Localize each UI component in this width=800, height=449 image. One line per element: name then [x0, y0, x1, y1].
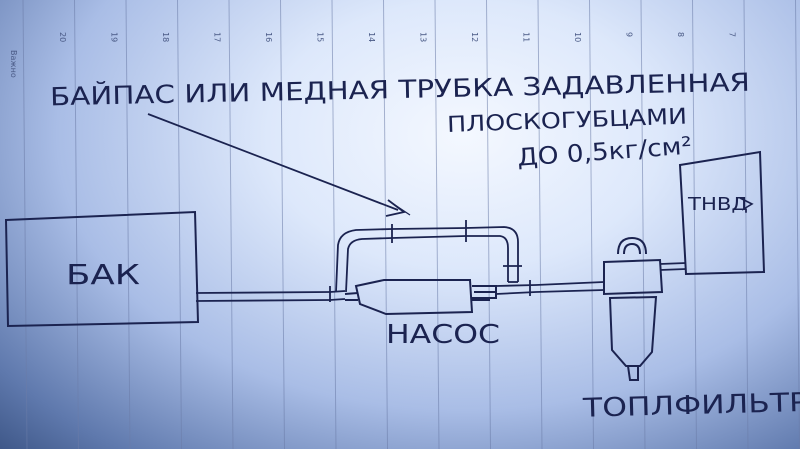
- ruler-number: 16: [264, 32, 273, 42]
- ruled-line: [22, 0, 28, 449]
- ruled-lines: [22, 0, 800, 449]
- ruler-number: 17: [213, 32, 222, 42]
- ruler-number: 20: [58, 32, 67, 42]
- ruler-numbers: 20 19 18 17 16 15 14 13 12 11 10 9 8 7: [58, 32, 737, 42]
- pointer-arrow: [147, 113, 411, 217]
- ruled-line: [692, 0, 697, 449]
- injection-pump-box: [678, 150, 766, 276]
- ruled-line: [331, 0, 337, 449]
- ruled-line: [434, 0, 440, 449]
- tank-box: [4, 210, 200, 328]
- injection-pump-label: ТНВД: [687, 194, 748, 215]
- ruler-number: 9: [625, 32, 634, 37]
- fuel-filter: [603, 236, 664, 381]
- ruler-number: 13: [419, 32, 428, 42]
- ruler-number: 10: [573, 32, 582, 42]
- ruler-number: 12: [470, 32, 479, 42]
- fuel-pipe-pump-filter: [495, 280, 605, 296]
- ruled-line: [537, 0, 543, 449]
- annotation-line-1: БАЙПАС ИЛИ МЕДНАЯ ТРУБКА ЗАДАВЛЕННАЯ: [50, 68, 750, 112]
- ruled-line: [589, 0, 594, 449]
- fuel-pipe-tank-pump: [195, 286, 346, 302]
- ruler-number: 8: [676, 32, 685, 37]
- ruled-line: [125, 0, 131, 449]
- ruler-number: 14: [367, 32, 376, 42]
- ruler-number: 7: [728, 32, 737, 37]
- ruled-line: [177, 0, 182, 449]
- pump-label: НАСОС: [386, 320, 500, 350]
- pump-body: [344, 279, 497, 316]
- fuel-pipe-filter-tnvd: [659, 262, 687, 271]
- ruled-line: [640, 0, 646, 449]
- ruled-line: [486, 0, 491, 449]
- ruler-number: 15: [316, 32, 325, 42]
- ruler-number: 11: [522, 32, 531, 42]
- bypass-loop: [335, 220, 522, 293]
- annotation-line-3: ДО 0,5кг/см²: [516, 132, 693, 172]
- ruled-line: [383, 0, 388, 449]
- ruler-number: 18: [161, 32, 170, 42]
- ruler-number: 19: [110, 32, 119, 42]
- ruled-line: [743, 0, 749, 449]
- ruled-line: [74, 0, 79, 449]
- ruled-line: [228, 0, 234, 449]
- ruled-line: [795, 0, 800, 449]
- margin-label: Важно: [9, 50, 18, 78]
- fuel-filter-label: ТОПЛФИЛЬТР: [581, 388, 800, 424]
- annotation-line-2: ПЛОСКОГУБЦАМИ: [447, 105, 688, 138]
- tank-label: БАК: [66, 258, 140, 291]
- ruled-line: [280, 0, 285, 449]
